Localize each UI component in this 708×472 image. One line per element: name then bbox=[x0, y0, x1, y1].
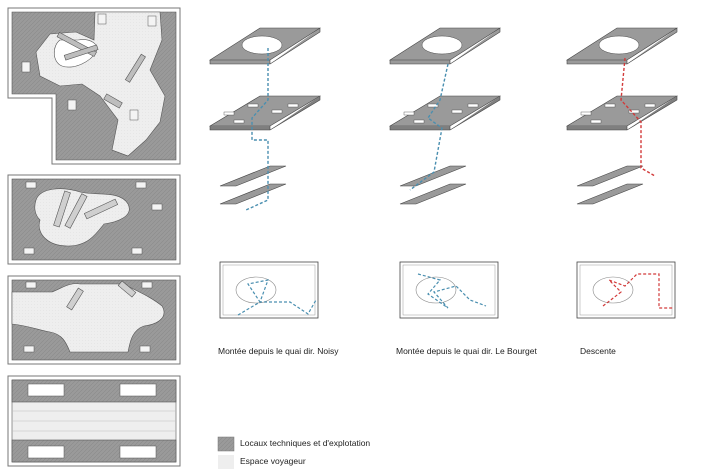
route-plan-descente bbox=[576, 261, 676, 319]
plan-level-3 bbox=[7, 275, 181, 365]
route-plan-noisy bbox=[219, 261, 319, 319]
route-descente bbox=[620, 57, 656, 177]
route-plan-bourget bbox=[399, 261, 499, 319]
axonometry-noisy bbox=[208, 27, 322, 211]
slab-middle bbox=[208, 95, 322, 127]
platform-2 bbox=[399, 183, 467, 205]
caption-descente: Descente bbox=[580, 346, 616, 356]
caption-bourget: Montée depuis le quai dir. Le Bourget bbox=[396, 346, 537, 356]
slab-middle bbox=[388, 95, 502, 127]
route-noisy bbox=[245, 48, 269, 211]
slab-void bbox=[421, 35, 463, 55]
axonometry-descente bbox=[565, 27, 679, 205]
legend-swatch-traveller bbox=[218, 455, 234, 469]
plan-level-platforms bbox=[7, 375, 181, 467]
plan-level-1 bbox=[7, 7, 181, 165]
axonometry-bourget bbox=[388, 27, 502, 205]
legend-label-technical: Locaux techniques et d'explotation bbox=[240, 438, 371, 448]
plan-level-2 bbox=[7, 174, 181, 265]
platform-2 bbox=[219, 183, 287, 205]
slab-void bbox=[241, 35, 283, 55]
platform-1 bbox=[219, 165, 287, 187]
slab-void bbox=[598, 35, 640, 55]
platform-1 bbox=[399, 165, 467, 187]
legend-swatch-technical bbox=[217, 436, 235, 452]
legend-label-traveller: Espace voyageur bbox=[240, 456, 306, 466]
slab-middle bbox=[565, 95, 679, 127]
caption-noisy: Montée depuis le quai dir. Noisy bbox=[218, 346, 339, 356]
route-bourget bbox=[409, 63, 449, 191]
platform-2 bbox=[576, 183, 644, 205]
platform-1 bbox=[576, 165, 644, 187]
